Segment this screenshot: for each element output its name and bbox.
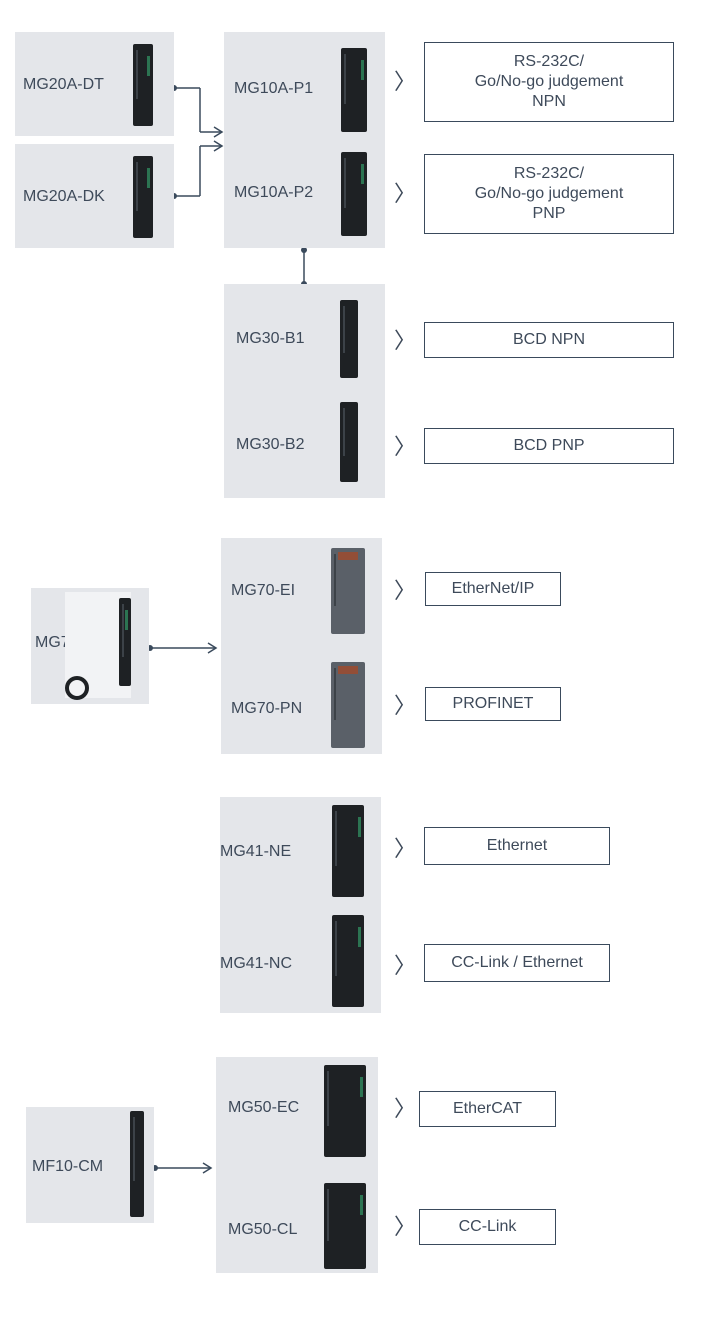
device-image	[341, 48, 367, 132]
panel-mg30: MG30-B1 MG30-B2	[224, 284, 385, 498]
output-line: RS-232C/	[513, 165, 585, 182]
output-box: BCD NPN	[424, 322, 674, 358]
model-label: MG41-NE	[220, 843, 292, 860]
panel-mg20a-dk: MG20A-DK	[15, 144, 174, 248]
model-label: MG50-EC	[228, 1099, 300, 1116]
device-image	[340, 300, 358, 378]
chevron-right-icon: 〉	[394, 693, 417, 718]
device-image	[331, 548, 365, 634]
device-image	[324, 1183, 366, 1269]
chevron-right-icon: 〉	[394, 69, 417, 94]
panel-mg50: MG50-EC MG50-CL	[216, 1057, 378, 1273]
output-box: EtherNet/IP	[425, 572, 561, 606]
output-line: RS-232C/	[513, 53, 585, 70]
panel-mg41: MG41-NE MG41-NC	[220, 797, 381, 1013]
output-line: PNP	[532, 205, 566, 222]
output-box: EtherCAT	[419, 1091, 556, 1127]
output-box: Ethernet	[424, 827, 610, 865]
chevron-right-icon: 〉	[394, 836, 417, 861]
output-line: NPN	[532, 93, 566, 110]
output-line: Go/No-go judgement	[474, 73, 624, 90]
model-label: MG41-NC	[220, 955, 293, 972]
model-label: MG70-EI	[231, 582, 296, 599]
device-image	[331, 662, 365, 748]
device-image	[133, 44, 153, 126]
device-image	[332, 805, 364, 897]
chevron-right-icon: 〉	[394, 1096, 417, 1121]
chevron-right-icon: 〉	[394, 328, 417, 353]
panel-mg70: MG70-EI MG70-PN	[221, 538, 382, 754]
output-box: CC-Link / Ethernet	[424, 944, 610, 982]
model-label: MG20A-DT	[23, 76, 104, 93]
device-image	[332, 915, 364, 1007]
device-image	[324, 1065, 366, 1157]
chevron-right-icon: 〉	[394, 953, 417, 978]
chevron-right-icon: 〉	[394, 181, 417, 206]
chevron-right-icon: 〉	[394, 1214, 417, 1239]
model-label: MG50-CL	[228, 1221, 298, 1238]
panel-mg20a-dt: MG20A-DT	[15, 32, 174, 136]
model-label: MG70-PN	[231, 700, 303, 717]
device-image	[133, 156, 153, 238]
output-box: CC-Link	[419, 1209, 556, 1245]
panel-mg71: MG71	[31, 588, 149, 704]
model-label: MG20A-DK	[23, 188, 105, 205]
chevron-right-icon: 〉	[394, 578, 417, 603]
model-label: MG10A-P1	[234, 80, 314, 97]
output-box: BCD PNP	[424, 428, 674, 464]
output-line: Go/No-go judgement	[474, 185, 624, 202]
cable-image	[65, 676, 89, 700]
device-image	[341, 152, 367, 236]
model-label: MF10-CM	[32, 1158, 104, 1175]
model-label: MG10A-P2	[234, 184, 314, 201]
device-image	[119, 598, 131, 686]
model-label: MG30-B2	[236, 436, 305, 453]
output-box: PROFINET	[425, 687, 561, 721]
device-image	[130, 1111, 144, 1217]
chevron-right-icon: 〉	[394, 434, 417, 459]
model-label: MG30-B1	[236, 330, 305, 347]
panel-mg10a: MG10A-P1 MG10A-P2	[224, 32, 385, 248]
device-image	[340, 402, 358, 482]
panel-mf10-cm: MF10-CM	[26, 1107, 154, 1223]
